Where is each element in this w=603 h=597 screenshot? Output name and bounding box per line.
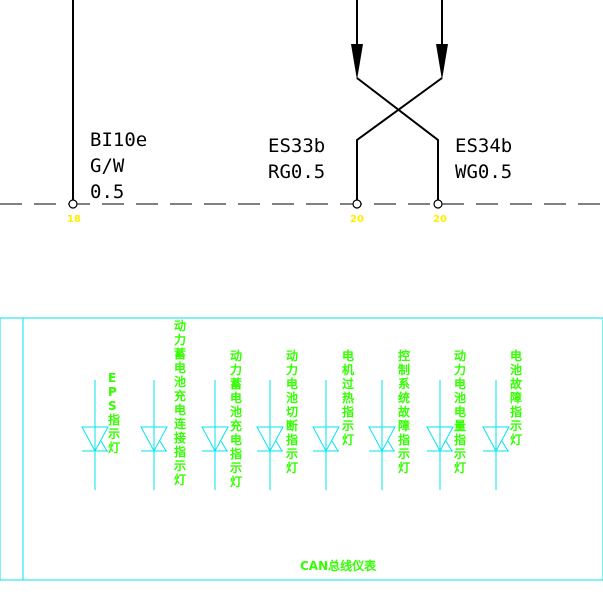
indicator-label: 动力蓄电池充电指示灯: [229, 349, 242, 489]
indicator-label: 电池故障指示灯: [509, 348, 523, 447]
emit-arrow-icon: [445, 440, 453, 452]
wire-cross-2: [356, 77, 443, 200]
indicator-label: 动力蓄电池充电连接指示灯: [173, 319, 187, 487]
emit-arrow-icon: [100, 440, 108, 452]
pin-marker: [433, 199, 443, 209]
emit-arrow-icon: [387, 440, 395, 452]
wire-gauge: 0.5: [90, 181, 124, 203]
emit-arrow-icon: [501, 440, 509, 452]
wire-code: ES33b: [268, 135, 325, 157]
led-icon: [140, 426, 168, 453]
arrow-down-icon: [436, 44, 448, 80]
pin-marker: [68, 199, 78, 209]
led-icon: [312, 426, 340, 453]
wire-color-code: RG0.5: [268, 161, 325, 183]
indicator-label: 电机过热指示灯: [341, 348, 354, 447]
emit-arrow-icon: [331, 440, 339, 452]
can-bus-label: CAN总线仪表: [300, 558, 377, 573]
indicator-label: 动力电池电量指示灯: [453, 349, 466, 475]
wire-code: ES34b: [455, 135, 512, 157]
led-icon: [368, 426, 396, 453]
wire-code: BI10e: [90, 129, 147, 151]
led-icon: [426, 426, 454, 453]
led-icon: [256, 426, 284, 453]
pin-number: 20: [350, 214, 364, 225]
indicator-label: 控制系统故障指示灯: [397, 348, 411, 475]
wire-cross-1: [356, 77, 439, 200]
emit-arrow-icon: [159, 440, 167, 452]
pin-number: 18: [67, 214, 81, 225]
emit-arrow-icon: [220, 440, 228, 452]
indicator-label: 动力电池切断指示灯: [285, 349, 298, 475]
led-icon: [201, 426, 229, 453]
instrument-frame: [0, 317, 603, 581]
led-icon: [81, 426, 109, 453]
led-icon: [482, 426, 510, 453]
arrow-down-icon: [351, 44, 363, 80]
pin-marker: [352, 199, 362, 209]
wire-color-code: WG0.5: [455, 161, 512, 183]
wire-color-code: G/W: [90, 155, 125, 177]
emit-arrow-icon: [275, 440, 283, 452]
pin-number: 20: [433, 214, 447, 225]
